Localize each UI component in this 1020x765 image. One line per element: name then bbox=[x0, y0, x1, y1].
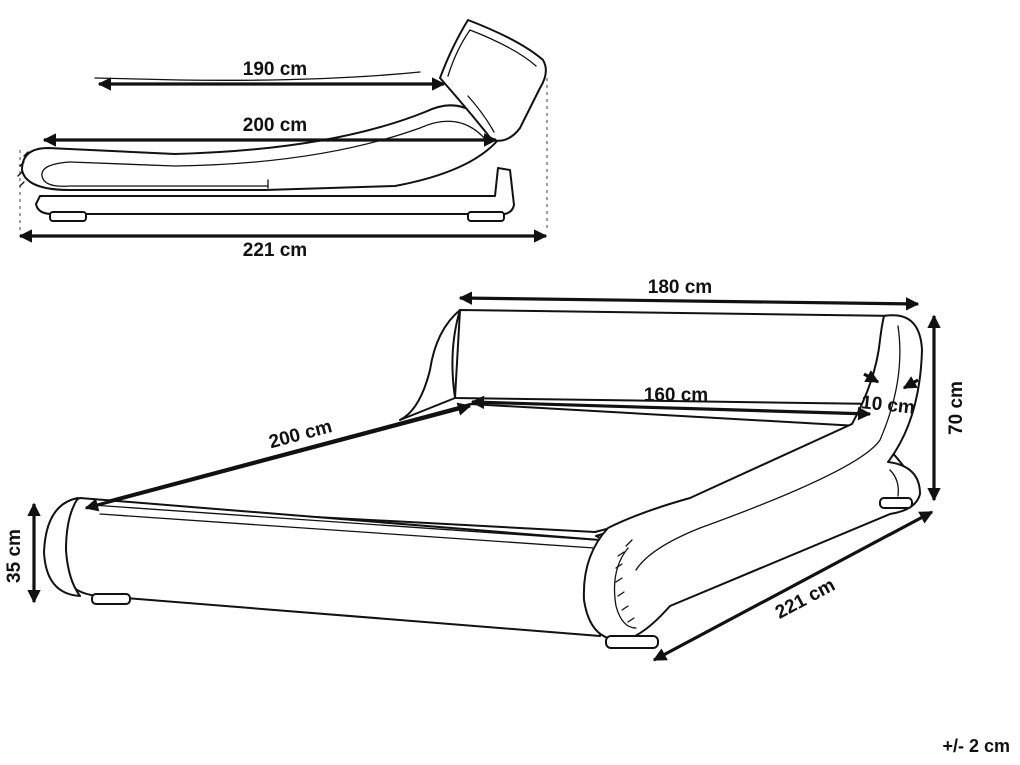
dim-160-label: 160 cm bbox=[644, 385, 708, 406]
dim-35-label: 35 cm bbox=[4, 529, 25, 583]
dim-180-line bbox=[458, 291, 920, 311]
dim-160-line bbox=[470, 395, 872, 421]
dim-221-label: 221 cm bbox=[772, 575, 839, 624]
dim-180-label: 180 cm bbox=[648, 277, 712, 298]
dim-70-label: 70 cm bbox=[946, 381, 967, 435]
foot-back-right bbox=[879, 497, 913, 509]
tolerance-note: +/- 2 cm bbox=[942, 736, 1010, 756]
perspective-view: 180 cm 160 cm 10 cm 70 cm 200 cm 35 cm 2… bbox=[4, 277, 967, 662]
dim-10-arrow-left bbox=[863, 370, 880, 384]
side-foot-left bbox=[49, 211, 87, 222]
front-left-roll bbox=[43, 497, 81, 597]
side-dim-200-label: 200 cm bbox=[243, 115, 307, 136]
side-foot-right bbox=[467, 211, 505, 222]
headboard-left-wing bbox=[399, 309, 461, 421]
dim-221-line bbox=[652, 510, 934, 662]
dim-10-arrow-right bbox=[902, 376, 919, 390]
side-dim-190-label: 190 cm bbox=[243, 59, 307, 80]
side-view: 190 cm 200 cm 221 cm bbox=[17, 19, 548, 261]
side-dim-221-label: 221 cm bbox=[243, 240, 307, 261]
foot-front-right bbox=[605, 635, 659, 649]
dim-200-line bbox=[84, 402, 472, 512]
foot-front-left bbox=[91, 593, 131, 605]
